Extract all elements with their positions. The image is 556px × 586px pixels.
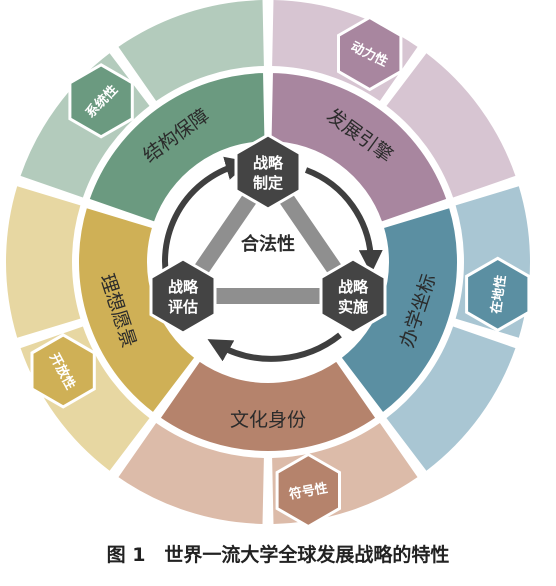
outer-badge	[30, 333, 96, 409]
inner-ring-segment	[87, 71, 267, 224]
cycle-node-line2: 实施	[338, 298, 368, 316]
strategy-diagram: 结构保障发展引擎办学坐标文化身份理想愿景 合法性 战略制定战略实施战略评估 系统…	[6, 0, 531, 529]
cycle-node-line2: 制定	[253, 174, 283, 192]
cycle-arrow-right	[304, 167, 383, 274]
inner-ring-segment	[339, 205, 459, 415]
inner-ring: 结构保障发展引擎办学坐标文化身份理想愿景	[77, 71, 459, 453]
outer-ring-segment	[118, 422, 264, 524]
segment-label: 文化身份	[230, 409, 306, 431]
outer-badge	[337, 15, 403, 92]
outer-badge-label: 符号性	[288, 480, 329, 503]
inner-ring-segment	[158, 359, 378, 453]
cycle-node-line1: 战略	[168, 278, 199, 296]
center-label: 合法性	[241, 233, 295, 255]
cycle-node-line2: 评估	[168, 298, 198, 316]
cycle-node	[149, 257, 217, 335]
outer-badge	[68, 63, 134, 139]
figure-caption: 图 1 世界一流大学全球发展战略的特性	[106, 544, 450, 566]
cycle-node-line1: 战略	[253, 154, 284, 172]
inner-ring-segment	[269, 71, 449, 224]
outer-ring-segment	[386, 326, 516, 471]
cycle-node	[319, 257, 387, 335]
cycle-node	[234, 133, 302, 211]
cycle-triangle	[175, 164, 361, 304]
outer-badge	[275, 452, 341, 529]
outer-ring-segment	[6, 186, 81, 338]
outer-badge	[465, 256, 531, 333]
outer-ring-segment	[118, 0, 264, 102]
outer-badge-label: 在地性	[488, 274, 509, 315]
cycle-arrow-bottom	[207, 332, 342, 362]
outer-ring-segment	[386, 53, 516, 198]
cycle-node-line1: 战略	[338, 278, 369, 296]
